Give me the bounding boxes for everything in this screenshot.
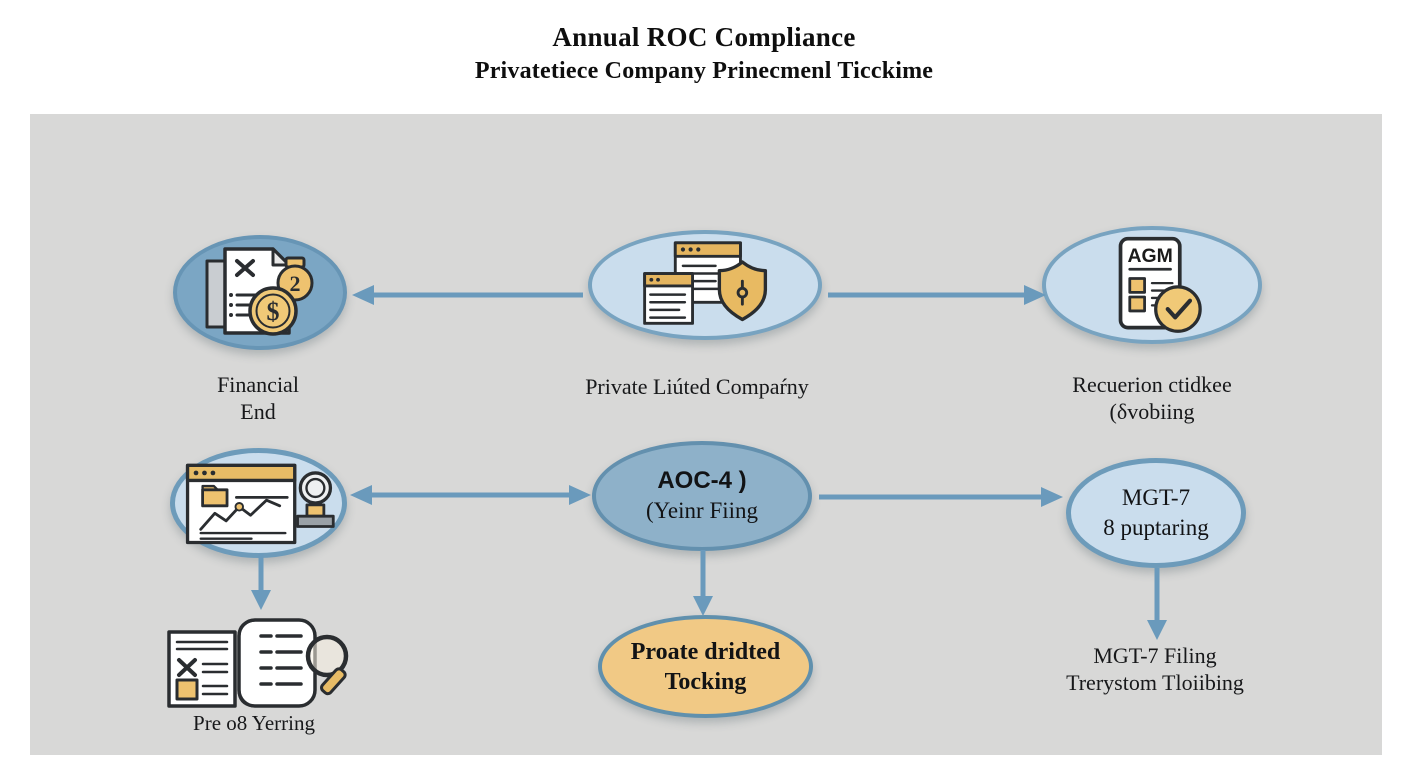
coin-two-label: 2 <box>290 271 301 296</box>
arrow-company-to-financial <box>352 285 583 305</box>
arrow-company-to-agm <box>828 285 1046 305</box>
diagram-header: Annual ROC Compliance Privatetiece Compa… <box>0 22 1408 85</box>
arrow-aoc4-to-mgt7 <box>819 487 1063 507</box>
diagram-panel: 2 $ Financial End <box>30 114 1382 755</box>
aoc4-line1: AOC-4 ) <box>657 467 747 494</box>
node-audit-review <box>170 448 347 558</box>
node-mgt7-prep: MGT-7 8 puptaring <box>1066 458 1246 568</box>
label-agm-notice: Recuerion ctidkee (δvobiing <box>1072 372 1232 424</box>
page-subtitle: Privatetiece Company Prinecmenl Ticckime <box>474 58 934 84</box>
label-records-review: Pre o8 Yerring <box>193 711 315 735</box>
arrow-mgt7-down <box>1147 568 1167 640</box>
node-aoc4-filing: AOC-4 ) (Yeinr Fiing <box>592 441 812 551</box>
label-financial-end: Financial End <box>217 372 299 424</box>
document-coins-icon: 2 $ <box>205 246 314 336</box>
agm-document-check-icon: AGM <box>1118 236 1202 333</box>
tocking-line2: Tocking <box>664 668 747 695</box>
node-private-limited-company <box>588 230 822 340</box>
mgt7-line2: 8 puptaring <box>1103 515 1209 540</box>
agm-doc-title: AGM <box>1127 245 1172 267</box>
label-private-limited-company: Private Liúted Compaŕny <box>585 374 809 399</box>
aoc4-line2: (Yeinr Fiing <box>645 498 759 523</box>
browser-shield-icon <box>643 241 768 325</box>
page-title: Annual ROC Compliance <box>552 22 856 52</box>
label-mgt7-filing: MGT-7 Filing Trerystom Tloiibing <box>1066 643 1244 695</box>
tocking-line1: Proate dridted <box>630 638 781 665</box>
browser-stamp-icon <box>185 463 335 545</box>
arrow-review-down <box>251 554 271 610</box>
mgt7-line1: MGT-7 <box>1121 485 1191 510</box>
arrow-aoc4-down <box>693 550 713 616</box>
arrow-review-aoc4-bidirectional <box>350 485 591 505</box>
node-tocking: Proate dridted Tocking <box>598 615 813 718</box>
coin-dollar-label: $ <box>267 297 280 326</box>
node-agm-notice: AGM <box>1042 226 1262 344</box>
node-financial-end: 2 $ <box>173 235 347 350</box>
scroll-magnifier-icon <box>167 618 349 708</box>
